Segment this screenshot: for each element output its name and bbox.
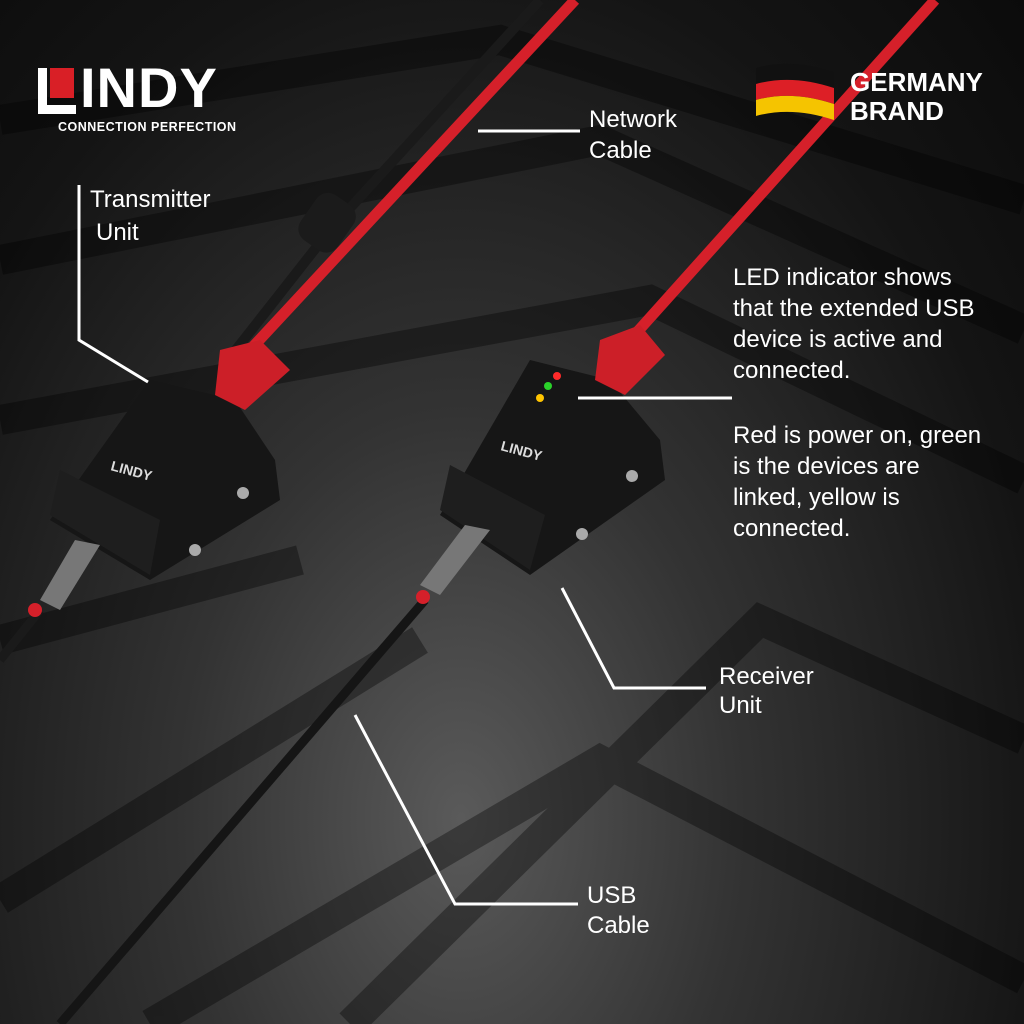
germany-flag-icon: [756, 63, 834, 120]
led-green: [544, 382, 552, 390]
network-cable-2: [625, 0, 940, 344]
led-red: [553, 372, 561, 380]
germany-brand-badge: GERMANY BRAND: [850, 67, 983, 126]
usb-cable-2: [56, 597, 429, 1024]
led-yellow: [536, 394, 544, 402]
network-cable-1: [245, 0, 580, 354]
lindy-logo: INDY CONNECTION PERFECTION: [38, 60, 237, 134]
logo-red-square: [38, 68, 76, 114]
logo-tagline: CONNECTION PERFECTION: [58, 120, 237, 134]
receiver-unit: LINDY: [416, 325, 665, 604]
transmitter-unit: LINDY: [28, 340, 290, 617]
usb-cable-1: [0, 607, 44, 663]
ferrite-core: [298, 192, 356, 253]
callout-lines: [77, 129, 732, 906]
